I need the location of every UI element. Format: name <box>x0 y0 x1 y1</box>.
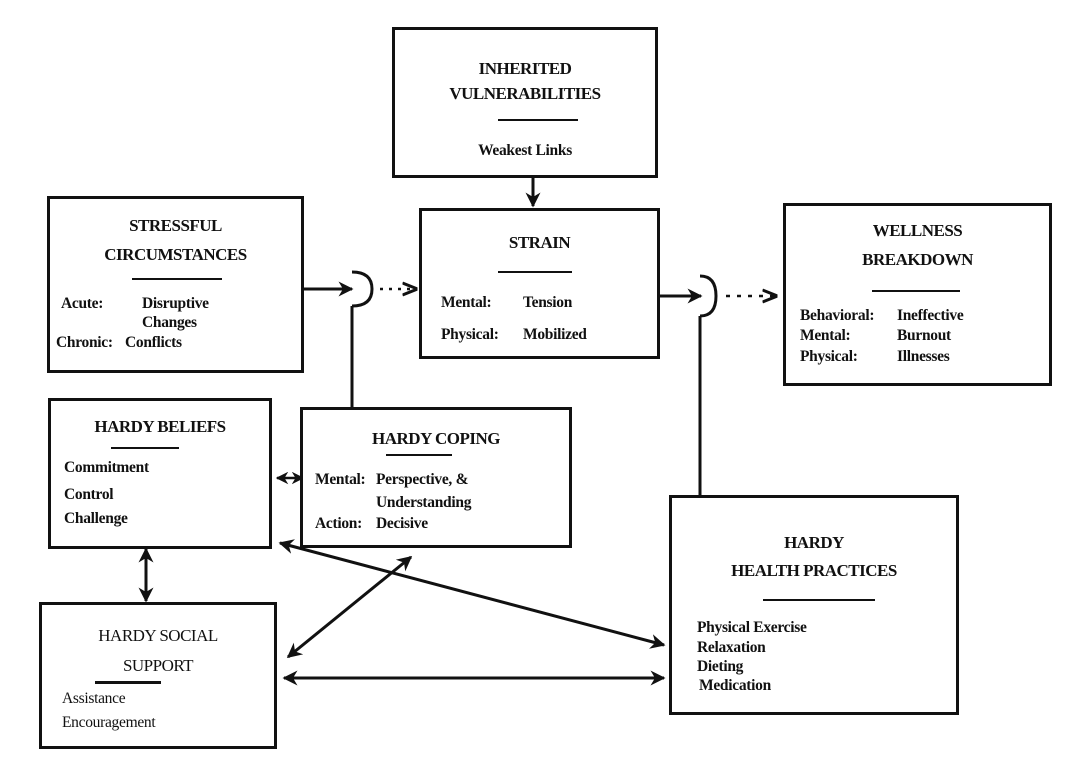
node-strain: STRAIN Mental: Tension Physical: Mobiliz… <box>419 208 660 359</box>
row-label: Mental: <box>800 327 851 344</box>
row-label: Mental: <box>441 294 492 311</box>
node-hardy-social-support: HARDY SOCIAL SUPPORT Assistance Encourag… <box>39 602 277 749</box>
node-title: CIRCUMSTANCES <box>104 245 247 264</box>
row-label: Physical: <box>441 326 499 343</box>
row-label: Action: <box>315 515 362 532</box>
divider <box>498 119 578 121</box>
node-stressful-circumstances: STRESSFUL CIRCUMSTANCES Acute: Disruptiv… <box>47 196 304 373</box>
moderator-bracket-health <box>699 274 718 318</box>
node-title: HARDY COPING <box>372 429 500 448</box>
node-item: Control <box>64 486 114 503</box>
node-item: Weakest Links <box>478 142 572 159</box>
divider <box>111 447 179 449</box>
row-value: Perspective, & <box>376 471 469 488</box>
row-value: Disruptive <box>142 295 209 312</box>
node-title: HARDY <box>784 533 844 552</box>
node-title: STRESSFUL <box>129 216 222 235</box>
edge-beliefs-health <box>278 539 666 649</box>
row-value: Decisive <box>376 515 428 532</box>
node-title: SUPPORT <box>122 656 194 675</box>
node-hardy-coping: HARDY COPING Mental: Perspective, & Unde… <box>300 407 572 548</box>
node-title: WELLNESS <box>872 221 963 240</box>
edge-social-coping <box>286 555 413 659</box>
row-value: Tension <box>523 294 573 311</box>
divider <box>498 271 572 273</box>
node-wellness-breakdown: WELLNESS BREAKDOWN Behavioral: Ineffecti… <box>783 203 1052 386</box>
row-label: Mental: <box>315 471 366 488</box>
node-title: HEALTH PRACTICES <box>731 561 897 580</box>
node-hardy-health-practices: HARDY HEALTH PRACTICES Physical Exercise… <box>669 495 959 715</box>
row-label: Behavioral: <box>800 307 875 324</box>
row-value: Conflicts <box>125 334 182 351</box>
row-label: Physical: <box>800 348 858 365</box>
row-value: Understanding <box>376 494 472 511</box>
row-label: Chronic: <box>56 334 113 351</box>
row-label: Acute: <box>61 295 104 312</box>
node-item: Relaxation <box>697 639 766 656</box>
node-item: Medication <box>699 677 771 694</box>
row-value: Ineffective <box>897 307 964 324</box>
node-item: Physical Exercise <box>697 619 807 636</box>
node-hardy-beliefs: HARDY BELIEFS Commitment Control Challen… <box>48 398 272 549</box>
node-title: HARDY BELIEFS <box>94 417 226 436</box>
node-title: BREAKDOWN <box>862 250 973 269</box>
row-value: Mobilized <box>523 326 587 343</box>
moderator-bracket-coping <box>351 270 374 308</box>
node-item: Assistance <box>62 690 126 707</box>
node-item: Dieting <box>697 658 744 675</box>
divider <box>763 599 875 601</box>
node-item: Commitment <box>64 459 149 476</box>
node-title: STRAIN <box>508 233 571 252</box>
row-value: Burnout <box>897 327 951 344</box>
node-item: Encouragement <box>62 714 156 731</box>
node-title: INHERITED <box>478 59 572 78</box>
node-inherited-vulnerabilities: INHERITED VULNERABILITIES Weakest Links <box>392 27 658 178</box>
divider <box>872 290 960 292</box>
divider <box>132 278 222 280</box>
divider <box>386 454 452 456</box>
node-title: VULNERABILITIES <box>449 84 601 103</box>
divider <box>95 681 161 684</box>
row-value: Changes <box>142 314 197 331</box>
node-item: Challenge <box>64 510 128 527</box>
row-value: Illnesses <box>897 348 950 365</box>
node-title: HARDY SOCIAL <box>98 626 218 645</box>
